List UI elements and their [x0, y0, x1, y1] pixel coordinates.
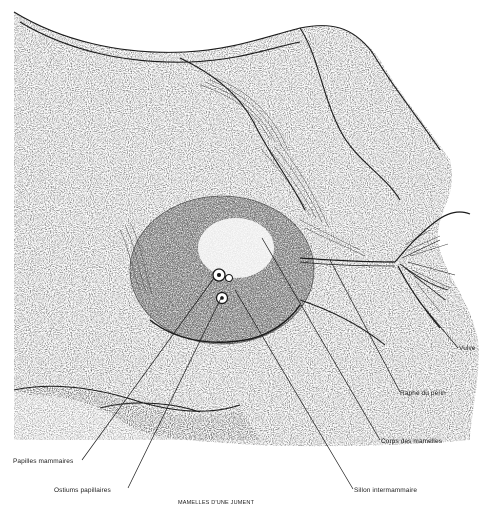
label-papilles-mammaires: Papilles mammaires — [13, 458, 73, 465]
label-raphe: Raphé du périn — [400, 390, 446, 397]
label-sillon-intermammaire: Sillon intermammaire — [354, 487, 417, 494]
figure-caption: MAMELLES D'UNE JUMENT — [178, 500, 254, 506]
label-vulve: Vulve — [459, 345, 476, 352]
label-ostiums-papillaires: Ostiums papillaires — [54, 487, 111, 494]
label-corps-des-mamelles: Corps des mamelles — [381, 438, 442, 445]
